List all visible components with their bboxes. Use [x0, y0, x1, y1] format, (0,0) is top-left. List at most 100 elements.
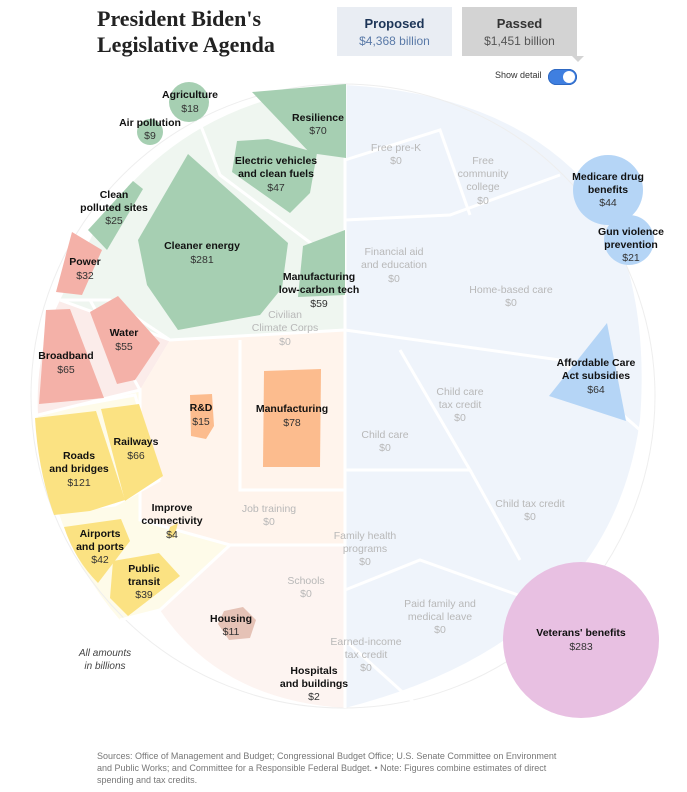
cell-name: Schools: [287, 575, 324, 587]
value-resilience: $70: [309, 125, 327, 137]
cell-name: Housing: [210, 613, 252, 625]
cell-name-line: polluted sites: [80, 202, 148, 214]
value-financial-aid: $0: [388, 273, 400, 285]
cell-name: Child care: [361, 429, 408, 441]
cell-name-line: prevention: [604, 239, 658, 251]
shape-airports-ports: [64, 519, 130, 583]
passed-toggle-button[interactable]: Passed $1,451 billion: [462, 7, 577, 56]
cell-name: Veterans' benefits: [536, 627, 626, 639]
label-resilience: Resilience: [292, 112, 344, 124]
cell-name-line: and buildings: [280, 678, 348, 690]
show-detail-switch[interactable]: [548, 69, 577, 85]
cell-name: Resilience: [292, 112, 344, 124]
cell-name-line: Act subsidies: [562, 370, 630, 382]
shape-manufacturing: [263, 369, 321, 467]
cell-name: Child tax credit: [495, 498, 565, 510]
cell-name: Hospitals: [290, 665, 337, 677]
cell-name: Cleaner energy: [164, 240, 240, 252]
cell-name: Improve: [152, 502, 193, 514]
value-family-health: $0: [359, 556, 371, 568]
cell-name: Family health: [334, 530, 397, 542]
cell-name: Affordable Care: [557, 357, 636, 369]
cell-name: Manufacturing: [283, 271, 355, 283]
cell-name: Roads: [63, 450, 95, 462]
value-job-training: $0: [263, 516, 275, 528]
value-veterans: $283: [569, 641, 593, 653]
value-earned-income: $0: [360, 662, 372, 674]
bubble-air-pollution: [137, 119, 163, 145]
shape-resilience: [252, 84, 346, 158]
note-line-2: in billions: [84, 661, 125, 672]
passed-label: Passed: [496, 16, 543, 31]
value-broadband: $65: [57, 364, 75, 376]
shape-roads-bridges: [35, 411, 125, 515]
value-power: $32: [76, 270, 94, 282]
title-line-1: President Biden's: [97, 6, 262, 31]
cell-name-line: connectivity: [141, 515, 202, 527]
shape-public-transit: [110, 553, 180, 616]
passed-value: $1,451 billion: [484, 34, 555, 48]
value-airports-ports: $42: [91, 554, 109, 566]
cell-name-line: medical leave: [408, 611, 472, 623]
cell-name: Power: [69, 256, 101, 268]
bubble-agriculture: [169, 82, 209, 122]
label-schools: Schools: [287, 575, 324, 587]
value-agriculture: $18: [181, 103, 199, 115]
value-air-pollution: $9: [144, 130, 156, 142]
cell-name: Paid family and: [404, 598, 476, 610]
value-electric-vehicles: $47: [267, 182, 285, 194]
label-job-training: Job training: [242, 503, 296, 515]
shape-railways: [101, 404, 163, 501]
value-clean-polluted-sites: $25: [105, 215, 123, 227]
label-housing: Housing: [210, 613, 252, 625]
value-roads-bridges: $121: [67, 477, 91, 489]
label-railways: Railways: [114, 436, 159, 448]
label-child-tax-credit: Child tax credit: [495, 498, 565, 510]
cell-name: Railways: [114, 436, 159, 448]
value-manufacturing-low-carbon: $59: [310, 298, 328, 310]
shape-manufacturing-low-carbon: [298, 230, 345, 297]
cell-name: Earned-income: [330, 636, 401, 648]
note-line-1: All amounts: [78, 648, 131, 659]
value-manufacturing: $78: [283, 417, 301, 429]
value-aca-subsidies: $64: [587, 384, 605, 396]
cell-name-line: transit: [128, 576, 161, 588]
shape-clean-polluted-sites: [88, 181, 143, 250]
cell-name: Home-based care: [469, 284, 553, 296]
cell-name: Job training: [242, 503, 296, 515]
cell-name: Manufacturing: [256, 403, 328, 415]
bubble-veterans: [503, 562, 659, 718]
label-cleaner-energy: Cleaner energy: [164, 240, 240, 252]
proposed-toggle-button[interactable]: Proposed $4,368 billion: [337, 7, 452, 56]
value-free-pre-k: $0: [390, 155, 402, 167]
shape-rd: [190, 394, 214, 439]
cell-name: R&D: [190, 402, 213, 414]
cell-name-line: community: [458, 168, 510, 180]
proposed-label: Proposed: [364, 16, 425, 31]
label-air-pollution: Air pollution: [119, 117, 181, 129]
value-water: $55: [115, 341, 133, 353]
cell-name: Free: [472, 155, 494, 167]
label-child-care: Child care: [361, 429, 408, 441]
value-railways: $66: [127, 450, 145, 462]
label-rd: R&D: [190, 402, 213, 414]
label-water: Water: [110, 327, 139, 339]
cell-name: Clean: [100, 189, 129, 201]
value-child-tax-credit: $0: [524, 511, 536, 523]
cell-name-line: and education: [361, 259, 427, 271]
cell-name-line: and ports: [76, 541, 124, 553]
cell-name: Free pre-K: [371, 142, 421, 154]
cell-name-line: tax credit: [439, 399, 482, 411]
